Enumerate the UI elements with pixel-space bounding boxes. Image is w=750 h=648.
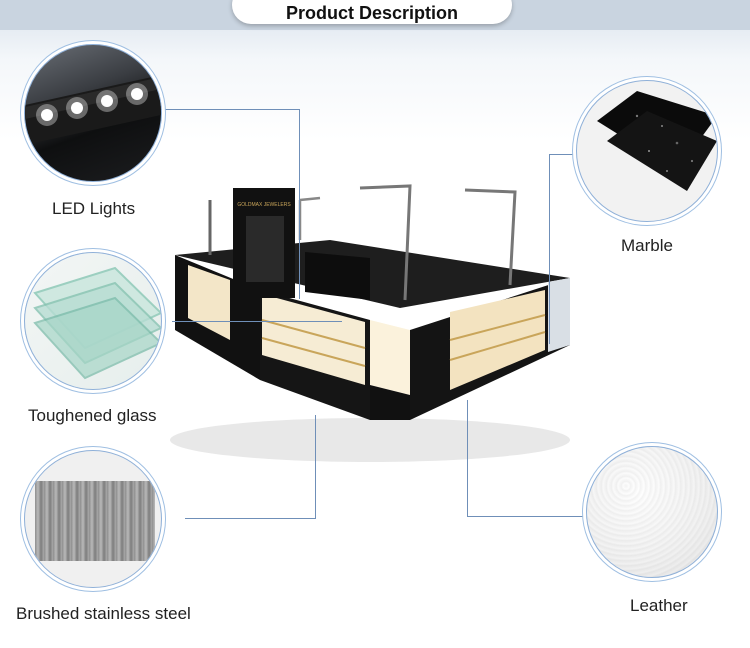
shelf-4 (449, 331, 546, 361)
brushed-steel-label: Brushed stainless steel (16, 604, 191, 623)
shelf-2 (261, 337, 366, 367)
front-left-display (262, 294, 365, 385)
lamp-post-4 (464, 188, 517, 286)
connector-steel-v (315, 415, 316, 519)
led-strip-icon (25, 75, 161, 145)
toughened-glass-image (24, 252, 162, 390)
leather-label: Leather (630, 596, 688, 615)
toughened-glass-label: Toughened glass (28, 406, 157, 425)
base (370, 385, 410, 420)
steel-plate (35, 481, 155, 561)
tower-screen (246, 216, 284, 282)
leather-texture (587, 447, 717, 577)
connector-led-h (160, 109, 300, 110)
led-lights-label: LED Lights (52, 199, 136, 218)
lamp-post-3 (359, 184, 412, 301)
title-pill: Product Description (232, 0, 512, 24)
shelf-1 (261, 319, 366, 349)
connector-leather-h (467, 516, 585, 517)
marble-slab-icon (597, 91, 717, 191)
shelf-3 (449, 314, 546, 341)
front-right-display (450, 290, 545, 390)
kiosk-illustration: GOLDMAX JEWELERS (170, 184, 570, 462)
leather-image (586, 446, 718, 578)
lamp-post-2 (298, 196, 321, 240)
marble-label: Marble (621, 236, 673, 255)
corner-display (370, 320, 410, 395)
led-lights-image (24, 44, 162, 182)
brushed-steel-image (24, 450, 162, 588)
connector-marble-v (549, 154, 550, 344)
connector-steel-h (185, 518, 315, 519)
right-glass-panel (548, 278, 570, 352)
glass-panes-icon (33, 266, 161, 380)
connector-leather-v (467, 400, 468, 517)
connector-led-v (299, 109, 300, 299)
marble-image (576, 80, 718, 222)
page-title: Product Description (285, 3, 459, 23)
connector-glass-h (172, 321, 342, 322)
floor-shadow (170, 418, 570, 462)
tower-sign-text: GOLDMAX JEWELERS (237, 202, 291, 208)
back-cabinet (305, 252, 370, 300)
connector-marble-h (549, 154, 575, 155)
